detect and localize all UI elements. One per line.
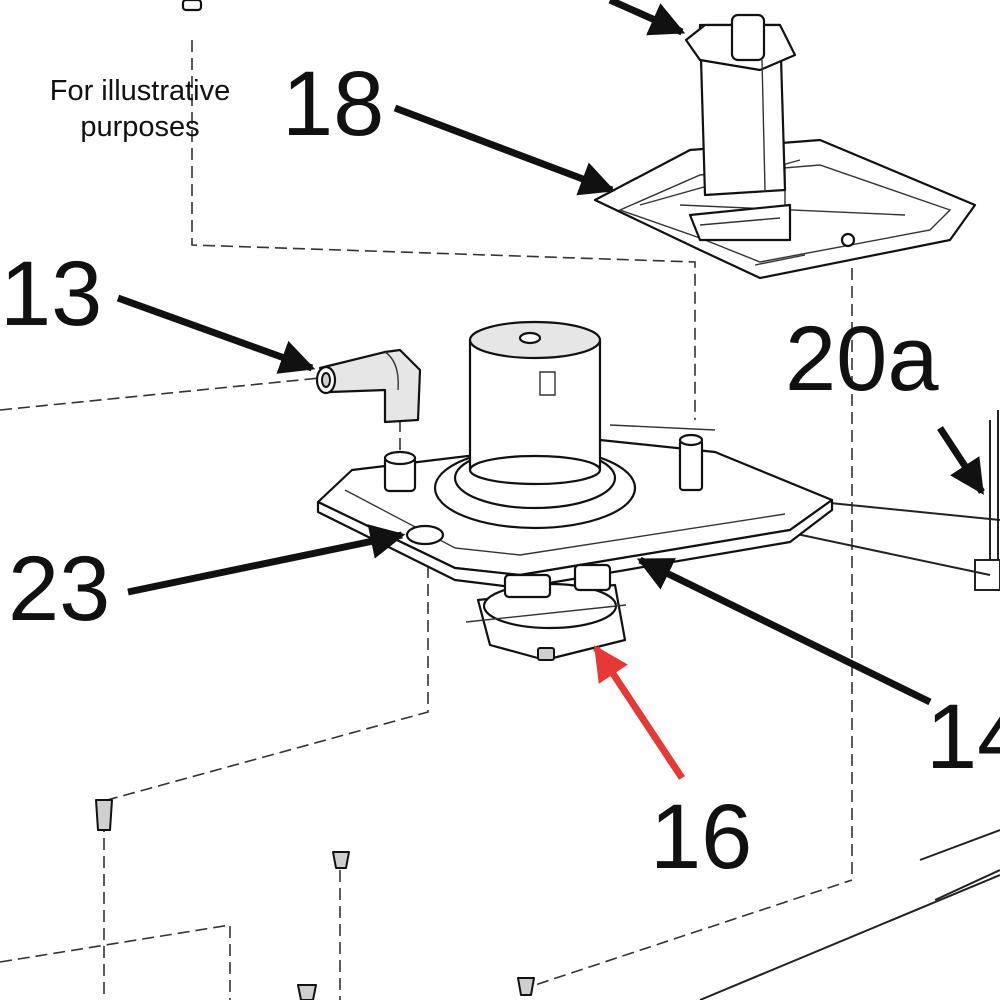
arrow-14 — [636, 556, 932, 706]
part-labels: 18 13 20a 23 14 16 — [0, 53, 1000, 888]
arrow-16-highlight — [593, 645, 685, 780]
label-part-16: 16 — [650, 786, 752, 888]
top-screw — [181, 0, 203, 12]
label-part-20a: 20a — [785, 308, 939, 410]
arrow-23 — [127, 524, 406, 596]
leader-arrows — [116, 0, 985, 780]
label-part-14: 14 — [926, 686, 1000, 788]
fasteners — [95, 799, 535, 1000]
arrow-20a — [937, 426, 985, 495]
part-16-pump-housing — [465, 563, 627, 662]
illustrative-note: For illustrative purposes — [50, 75, 231, 143]
arrow-top — [608, 0, 686, 36]
part-14-base-assembly — [316, 320, 834, 590]
label-part-23: 23 — [8, 538, 110, 640]
arrow-13 — [116, 294, 316, 374]
label-part-13: 13 — [0, 243, 102, 345]
dashed-guide-lines — [0, 40, 853, 1000]
arrow-18 — [393, 104, 616, 196]
note-line-1: For illustrative — [50, 75, 231, 107]
label-part-18: 18 — [282, 53, 384, 155]
part-13-elbow-fitting — [315, 348, 422, 424]
frame-lines — [699, 410, 1000, 1000]
note-line-2: purposes — [80, 111, 199, 143]
part-18-tray — [593, 13, 977, 280]
